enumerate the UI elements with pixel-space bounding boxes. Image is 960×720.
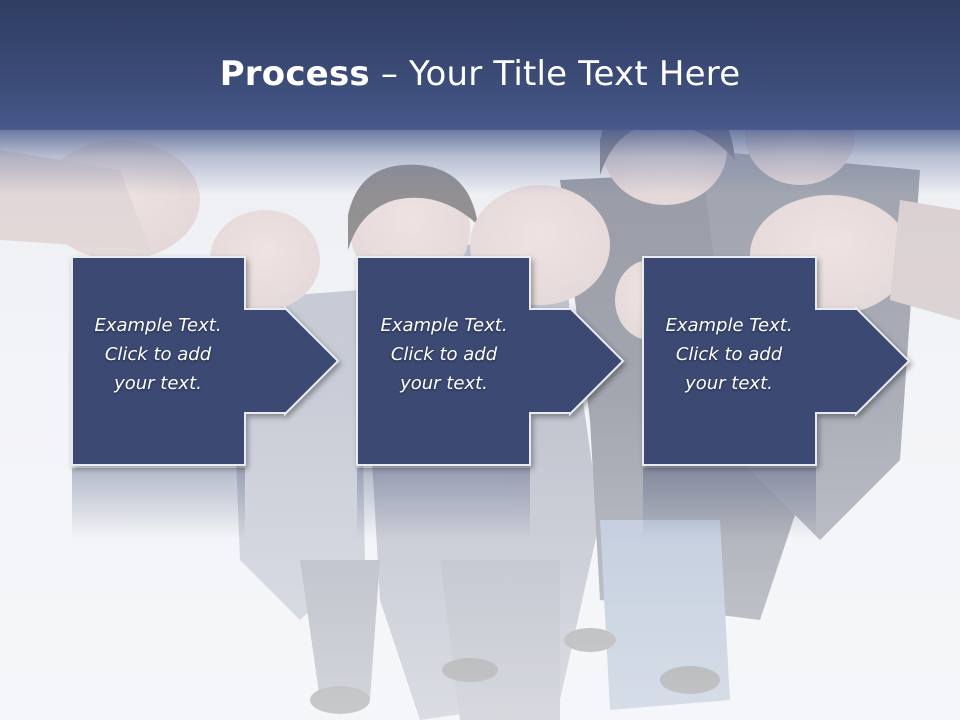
title-bar bbox=[0, 0, 960, 130]
title-rest: – Your Title Text Here bbox=[369, 54, 741, 94]
step-3-reflection bbox=[643, 468, 816, 540]
step-1-text-content: Example Text. Click to add your text. bbox=[94, 315, 222, 394]
title-bar-fade bbox=[0, 125, 960, 195]
step-2-text[interactable]: Example Text. Click to add your text. bbox=[358, 311, 530, 398]
step-1-reflection bbox=[72, 468, 245, 540]
step-1-shape[interactable] bbox=[71, 256, 340, 466]
step-2-text-content: Example Text. Click to add your text. bbox=[380, 315, 508, 394]
step-2-reflection bbox=[357, 468, 530, 540]
title-bold: Process bbox=[219, 54, 370, 94]
step-3-text[interactable]: Example Text. Click to add your text. bbox=[643, 311, 815, 398]
step-2-shape[interactable] bbox=[356, 256, 625, 466]
step-3-text-content: Example Text. Click to add your text. bbox=[665, 315, 793, 394]
slide-title[interactable]: Process – Your Title Text Here bbox=[0, 52, 960, 96]
step-3-shape[interactable] bbox=[642, 256, 911, 466]
step-1-text[interactable]: Example Text. Click to add your text. bbox=[72, 311, 244, 398]
